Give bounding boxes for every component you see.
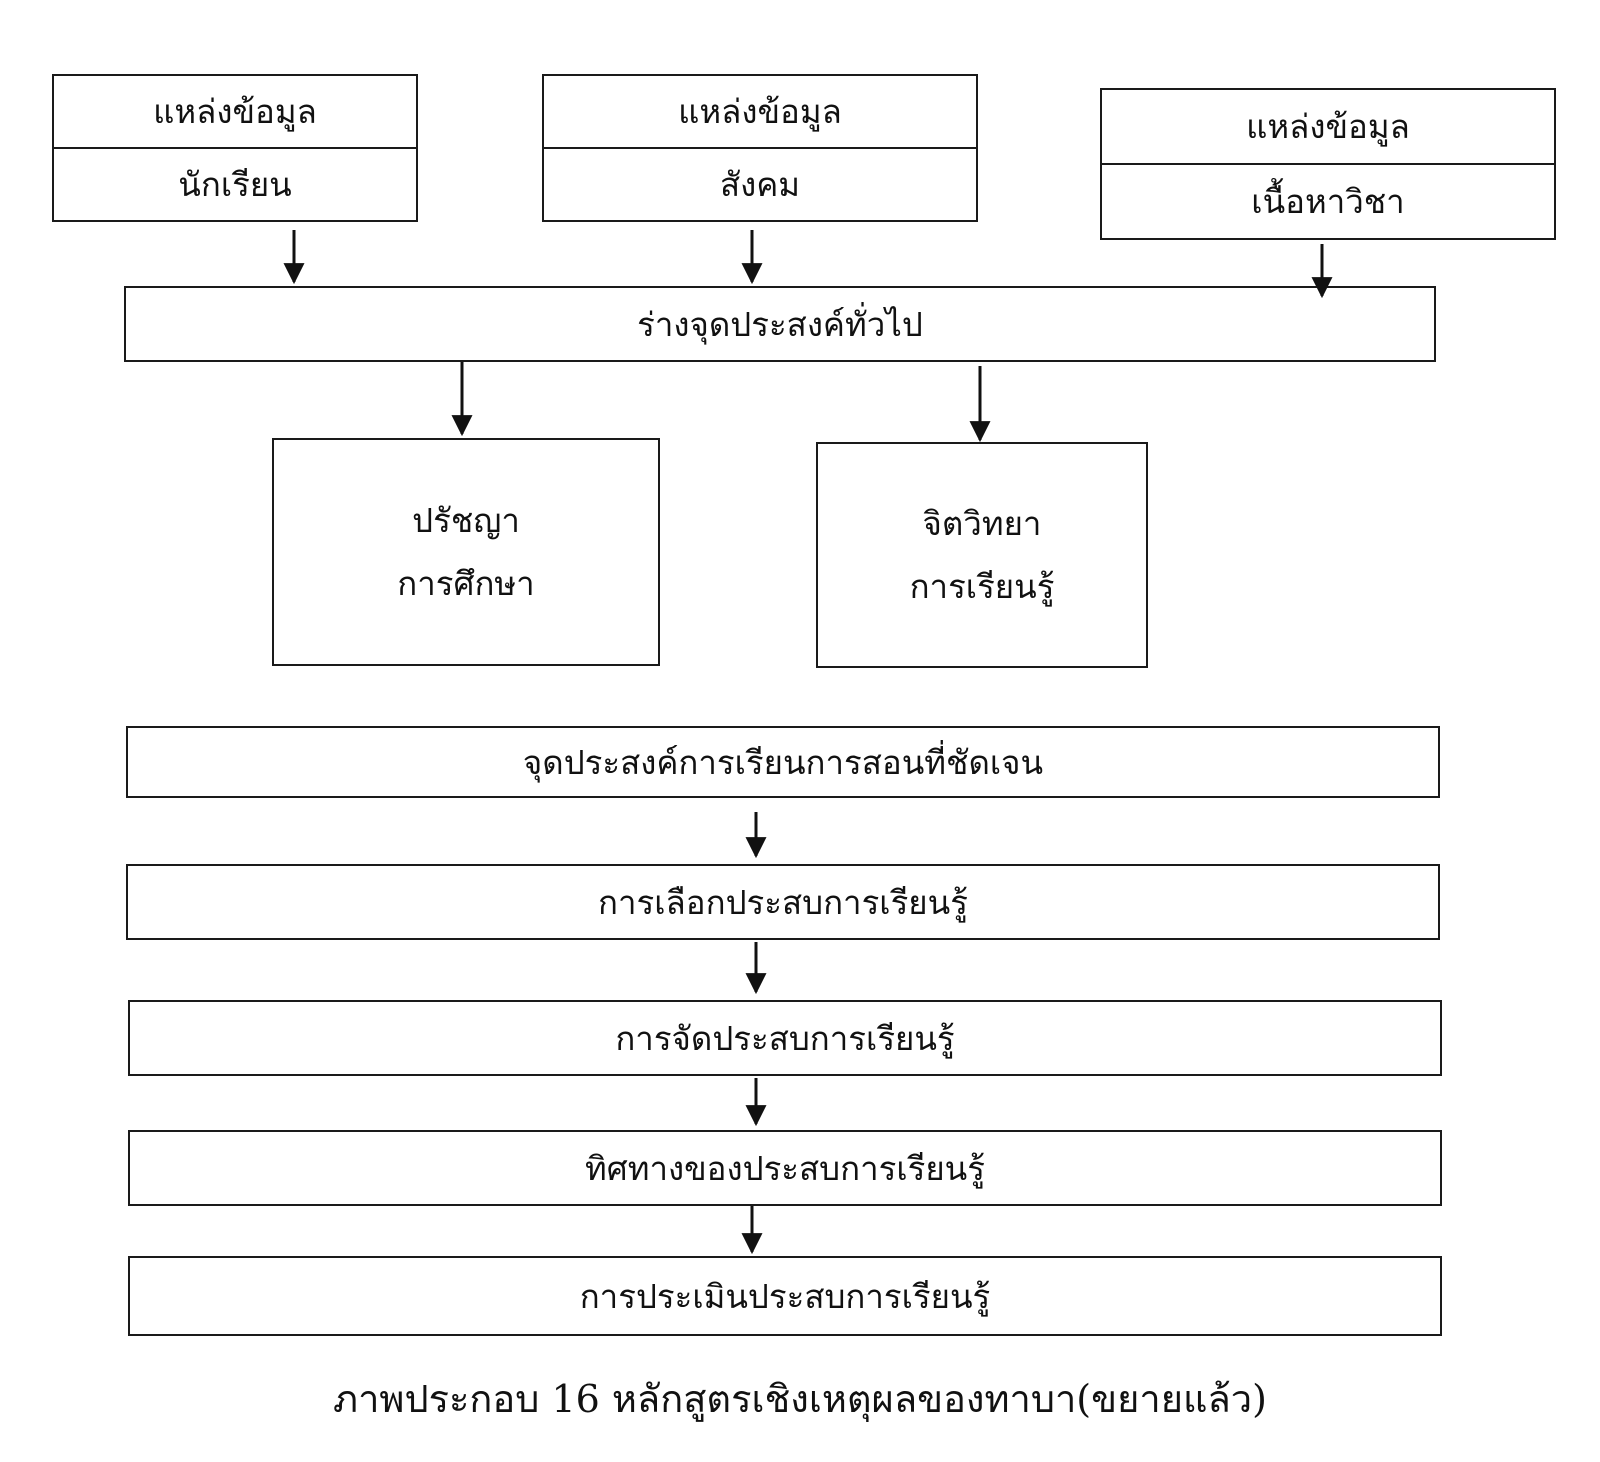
source-name: นักเรียน — [178, 165, 292, 204]
step-label: การเลือกประสบการเรียนรู้ — [598, 882, 968, 922]
source-box-society: แหล่งข้อมูล สังคม — [542, 74, 978, 222]
source-title: แหล่งข้อมูล — [54, 76, 416, 149]
filter-line1: ปรัชญา — [412, 501, 520, 540]
step-label: จุดประสงค์การเรียนการสอนที่ชัดเจน — [522, 742, 1044, 782]
filter-line2: การเรียนรู้ — [909, 567, 1055, 606]
general-objectives-label: ร่างจุดประสงค์ทั่วไป — [637, 304, 923, 344]
source-box-students: แหล่งข้อมูล นักเรียน — [52, 74, 418, 222]
source-box-subject-matter: แหล่งข้อมูล เนื้อหาวิชา — [1100, 88, 1556, 240]
step-box: การเลือกประสบการเรียนรู้ — [126, 864, 1440, 940]
step-box: การประเมินประสบการเรียนรู้ — [128, 1256, 1442, 1336]
general-objectives-box: ร่างจุดประสงค์ทั่วไป — [124, 286, 1436, 362]
filter-line1: จิตวิทยา — [922, 504, 1042, 543]
step-label: การประเมินประสบการเรียนรู้ — [579, 1276, 991, 1316]
filter-box-philosophy: ปรัชญา การศึกษา — [272, 438, 660, 666]
step-box: ทิศทางของประสบการเรียนรู้ — [128, 1130, 1442, 1206]
step-box: การจัดประสบการเรียนรู้ — [128, 1000, 1442, 1076]
source-name: สังคม — [719, 165, 801, 204]
source-title: แหล่งข้อมูล — [1102, 90, 1554, 165]
filter-box-psychology: จิตวิทยา การเรียนรู้ — [816, 442, 1148, 668]
source-name: เนื้อหาวิชา — [1251, 182, 1405, 221]
step-label: การจัดประสบการเรียนรู้ — [615, 1018, 955, 1058]
source-title: แหล่งข้อมูล — [544, 76, 976, 149]
filter-line2: การศึกษา — [397, 564, 535, 603]
step-label: ทิศทางของประสบการเรียนรู้ — [585, 1148, 985, 1188]
step-box: จุดประสงค์การเรียนการสอนที่ชัดเจน — [126, 726, 1440, 798]
figure-caption: ภาพประกอบ 16 หลักสูตรเชิงเหตุผลของทาบา(ข… — [333, 1377, 1267, 1421]
